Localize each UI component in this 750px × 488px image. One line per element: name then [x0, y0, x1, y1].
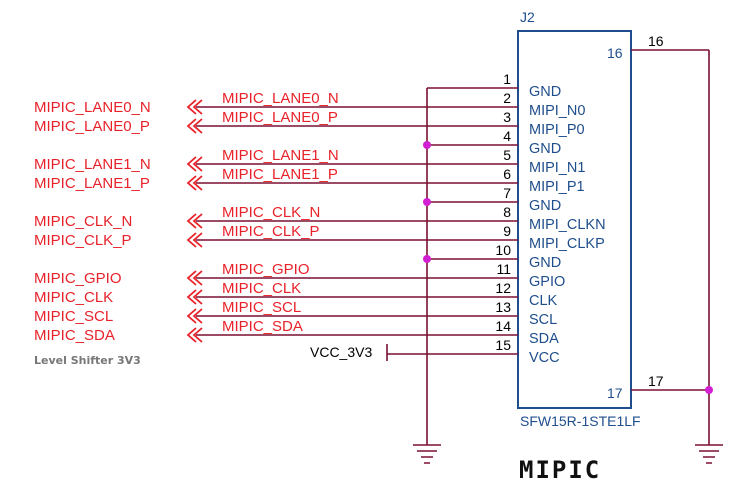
pin-10-name: GND	[529, 255, 561, 271]
pin-12-net-label: MIPIC_CLK	[222, 280, 301, 297]
pin-12-port-label: MIPIC_CLK	[34, 289, 113, 306]
junction-pin-4	[423, 141, 431, 149]
pin-9-port-label: MIPIC_CLK_P	[34, 232, 132, 249]
pin-13-number: 13	[495, 299, 511, 315]
pin-16-number: 16	[648, 33, 664, 49]
pin-8-net-label: MIPIC_CLK_N	[222, 204, 320, 221]
pin-5-port-label: MIPIC_LANE1_N	[34, 156, 151, 173]
pin-3-port-label: MIPIC_LANE0_P	[34, 118, 150, 135]
level-shifter-note: Level Shifter 3V3	[34, 354, 141, 367]
pin-rows: 1GND2MIPI_N0MIPIC_LANE0_NMIPIC_LANE0_N3M…	[34, 71, 606, 366]
pin-8-name: MIPI_CLKN	[529, 217, 606, 233]
pin-13-net-label: MIPIC_SCL	[222, 299, 301, 316]
left-ground-symbol	[413, 444, 441, 464]
pin-11-net-label: MIPIC_GPIO	[222, 261, 310, 278]
pin-11-port-arrow	[186, 270, 203, 286]
pin-3-net-label: MIPIC_LANE0_P	[222, 109, 338, 126]
junction-pin-7	[423, 198, 431, 206]
pin-15-number: 15	[495, 337, 511, 353]
pin-14-port-label: MIPIC_SDA	[34, 327, 115, 344]
pin-6-port-label: MIPIC_LANE1_P	[34, 175, 150, 192]
pin-2-number: 2	[503, 90, 511, 106]
pin-8-port-arrow	[186, 213, 203, 229]
pin-3-number: 3	[503, 109, 511, 125]
connector-body	[517, 30, 632, 409]
pin-16-inner-label: 16	[607, 45, 623, 61]
pin-6-port-arrow	[186, 175, 203, 191]
pin-14-port-arrow	[186, 327, 203, 343]
junction-pin-10	[423, 255, 431, 263]
pin-11-port-label: MIPIC_GPIO	[34, 270, 122, 287]
pin-12-port-arrow	[186, 289, 203, 305]
pin-7-name: GND	[529, 198, 561, 214]
pin-12-name: CLK	[529, 293, 558, 309]
pin-3-port-arrow	[186, 118, 203, 134]
vcc-net-label: VCC_3V3	[310, 344, 372, 360]
pin-8-port-label: MIPIC_CLK_N	[34, 213, 132, 230]
pin-5-net-label: MIPIC_LANE1_N	[222, 147, 339, 164]
connector-refdes: J2	[520, 9, 535, 25]
pin-6-net-label: MIPIC_LANE1_P	[222, 166, 338, 183]
pin-9-net-label: MIPIC_CLK_P	[222, 223, 320, 240]
pin-2-port-label: MIPIC_LANE0_N	[34, 99, 151, 116]
pin-14-number: 14	[495, 318, 511, 334]
pin-15-name: VCC	[529, 350, 560, 366]
pin-14-name: SDA	[529, 331, 559, 347]
pin-2-name: MIPI_N0	[529, 103, 585, 119]
connector-part-number: SFW15R-1STE1LF	[520, 413, 641, 429]
pin-13-port-label: MIPIC_SCL	[34, 308, 113, 325]
junction-pin-17	[705, 386, 713, 394]
pin-17-number: 17	[648, 373, 664, 389]
pin-5-name: MIPI_N1	[529, 160, 585, 176]
pin-4-name: GND	[529, 141, 561, 157]
pin-9-name: MIPI_CLKP	[529, 236, 605, 252]
pin-13-port-arrow	[186, 308, 203, 324]
pin-1-name: GND	[529, 84, 561, 100]
pin-2-net-label: MIPIC_LANE0_N	[222, 90, 339, 107]
pin-1-number: 1	[503, 71, 511, 87]
pin-5-number: 5	[503, 147, 511, 163]
pin-9-port-arrow	[186, 232, 203, 248]
right-ground-symbol	[695, 444, 723, 464]
pin-3-name: MIPI_P0	[529, 122, 585, 138]
pin-2-port-arrow	[186, 99, 203, 115]
pin-13-name: SCL	[529, 312, 557, 328]
pin-9-number: 9	[503, 223, 511, 239]
pin-6-name: MIPI_P1	[529, 179, 585, 195]
pin-11-number: 11	[496, 261, 511, 277]
pin-6-number: 6	[503, 166, 511, 182]
pin-4-number: 4	[503, 128, 511, 144]
pin-5-port-arrow	[186, 156, 203, 172]
pin-14-net-label: MIPIC_SDA	[222, 318, 303, 335]
pin-8-number: 8	[503, 204, 511, 220]
sheet-title: MIPIC	[519, 456, 601, 484]
pin-11-name: GPIO	[529, 274, 565, 290]
pin-17-inner-label: 17	[607, 385, 623, 401]
pin-12-number: 12	[495, 280, 511, 296]
pin-7-number: 7	[503, 185, 511, 201]
pin-10-number: 10	[495, 242, 511, 258]
